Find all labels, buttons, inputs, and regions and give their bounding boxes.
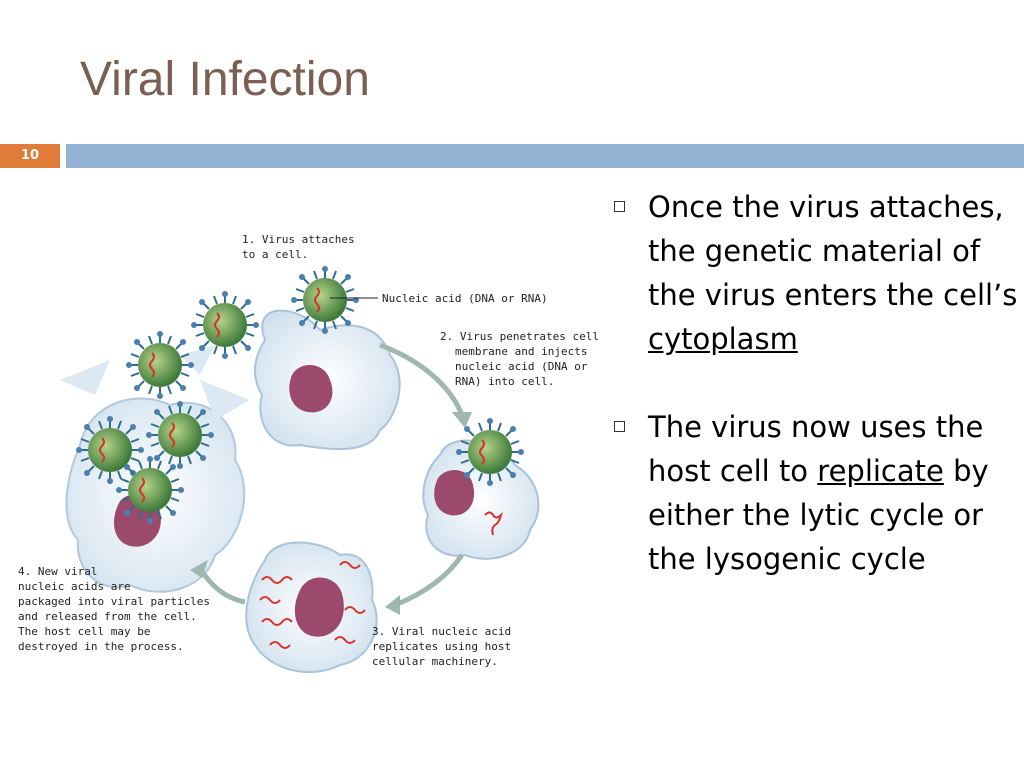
host-cell-stage-3 <box>245 541 378 673</box>
bullet-text: The virus now uses the host cell to <box>648 410 984 488</box>
bullet-item: The virus now uses the host cell to repl… <box>610 405 1020 581</box>
nucleic-acid-label: Nucleic acid (DNA or RNA) <box>382 292 548 305</box>
bullet-item: Once the virus attaches, the genetic mat… <box>610 185 1020 361</box>
step1-label: 1. Virus attaches to a cell. <box>242 233 361 261</box>
host-cell-stage-2 <box>422 439 540 560</box>
step2-label: 2. Virus penetrates cell membrane and in… <box>440 330 600 388</box>
host-cell-stage-1 <box>254 309 401 451</box>
bullet-list: Once the virus attaches, the genetic mat… <box>610 185 1020 625</box>
viral-infection-diagram: 1. Virus attaches to a cell. Nucleic aci… <box>18 233 600 673</box>
released-virus-icon <box>145 400 215 470</box>
released-virus-icon <box>190 290 260 360</box>
released-virus-icon <box>115 455 185 525</box>
slide-title: Viral Infection <box>80 53 370 106</box>
bullet-text: Once the virus attaches, the genetic mat… <box>648 190 1018 312</box>
arrow-head-icon <box>452 412 472 428</box>
slide-number: 10 <box>0 144 60 168</box>
step4-label: 4. New viral nucleic acids are packaged … <box>18 565 217 653</box>
arrow-head-icon <box>385 595 400 615</box>
square-bullet-icon <box>614 201 625 212</box>
header-rule <box>66 144 1024 168</box>
step3-label: 3. Viral nucleic acid replicates using h… <box>372 625 518 668</box>
term-cytoplasm[interactable]: cytoplasm <box>648 322 798 356</box>
term-replicate[interactable]: replicate <box>817 454 944 488</box>
released-virus-icon <box>125 330 195 400</box>
square-bullet-icon <box>614 421 625 432</box>
bullet-text-tail: by either the lytic cycle or the lysogen… <box>648 454 989 576</box>
virus-injecting-icon <box>455 417 525 487</box>
arrow-head-icon <box>190 560 208 578</box>
virus-attaching-icon <box>290 265 360 335</box>
